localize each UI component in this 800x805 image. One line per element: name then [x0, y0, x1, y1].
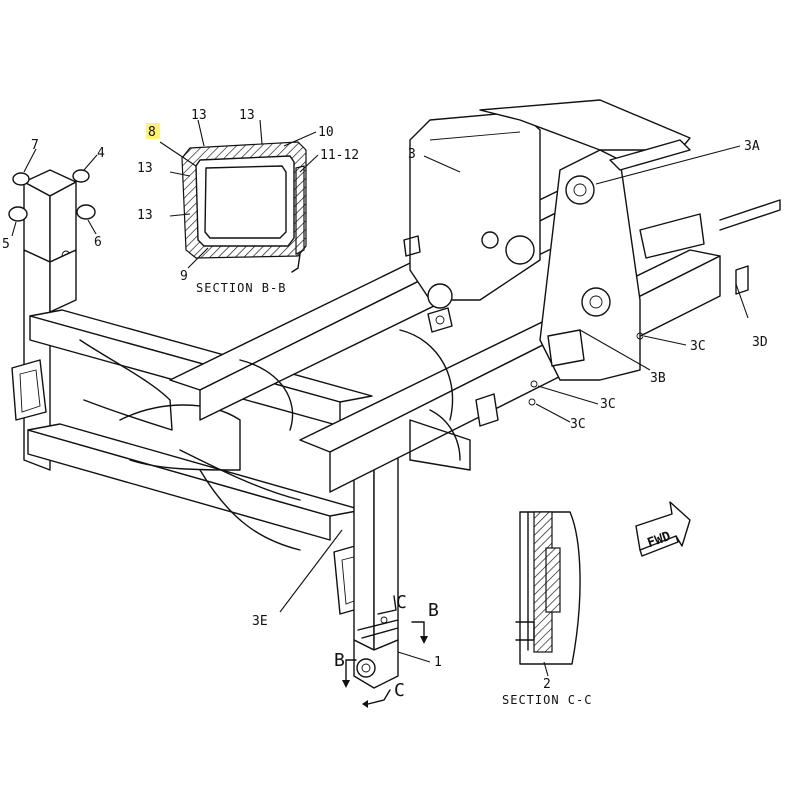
callout-3D: 3E: [252, 614, 268, 629]
section-marker-b-left: B: [334, 650, 345, 671]
section-cc-title: SECTION C-C: [502, 693, 592, 707]
callout-5: 5: [2, 237, 10, 252]
section-cc-detail: [515, 511, 581, 677]
fwd-arrow: [635, 501, 691, 557]
callout-6: 6: [94, 235, 102, 250]
main-frame: [169, 99, 781, 493]
callout-4: 4: [97, 146, 105, 161]
callout-3C-a: 3C: [690, 339, 706, 354]
callout-3E: 3D: [752, 335, 768, 350]
callout-13b: 13: [239, 108, 255, 123]
callout-11-12: 11-12: [320, 148, 359, 163]
callout-3C-c: 3C: [570, 417, 586, 432]
callout-1: 1: [434, 655, 442, 670]
section-markers: [342, 595, 428, 708]
highlight-mark: [146, 123, 160, 139]
section-marker-b-right: B: [428, 600, 439, 621]
section-marker-c-top: C: [396, 592, 407, 613]
callout-2: 2: [543, 677, 551, 692]
callout-3: 3: [408, 147, 416, 162]
callout-13d: 13: [137, 208, 153, 223]
callout-13a: 13: [191, 108, 207, 123]
callout-13c: 13: [137, 161, 153, 176]
callout-3A: 3A: [744, 139, 760, 154]
section-bb-detail: [159, 119, 319, 273]
section-marker-c-bottom: C: [394, 680, 405, 701]
left-post-top: [8, 148, 98, 263]
section-bb-title: SECTION B-B: [196, 281, 286, 295]
callout-10: 10: [318, 125, 334, 140]
callout-9: 9: [180, 269, 188, 284]
callout-7: 7: [31, 138, 39, 153]
callout-8: 8: [148, 125, 156, 140]
callout-3C-b: 3C: [600, 397, 616, 412]
callout-3B: 3B: [650, 371, 666, 386]
